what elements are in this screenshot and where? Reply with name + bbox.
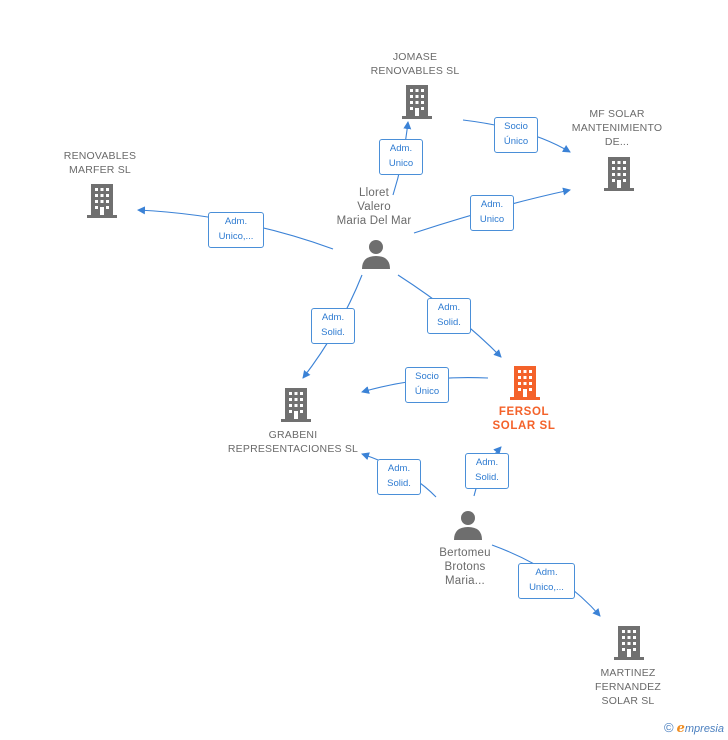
building-icon (402, 85, 432, 119)
copyright-icon: © (663, 720, 674, 735)
relation-label-lloret-jomase[interactable]: Adm. Unico (379, 139, 423, 175)
person-label-bertomeu[interactable]: Bertomeu Brotons Maria... (439, 547, 491, 587)
brand-e-logo: e (676, 721, 685, 736)
relation-label-jomase-mf[interactable]: Socio Único (494, 117, 538, 153)
company-label-renovables-marfer[interactable]: RENOVABLES MARFER SL (63, 150, 137, 176)
person-icon (362, 240, 390, 269)
relation-label-fersol-grabeni[interactable]: Socio Único (405, 367, 449, 403)
relation-label-lloret-mf[interactable]: Adm. Unico (470, 195, 514, 231)
person-icon (454, 511, 482, 540)
person-label-lloret[interactable]: Lloret Valero Maria Del Mar (336, 187, 412, 227)
building-icon-main (510, 366, 540, 400)
company-label-martinez[interactable]: MARTINEZ FERNANDEZ SOLAR SL (595, 667, 661, 707)
relation-label-bertomeu-martinez[interactable]: Adm. Unico,... (518, 563, 575, 599)
company-label-grabeni[interactable]: GRABENI REPRESENTACIONES SL (227, 429, 359, 455)
relation-label-bertomeu-fersol[interactable]: Adm. Solid. (465, 453, 509, 489)
brand-name: mpresia (684, 723, 724, 735)
company-label-fersol[interactable]: FERSOL SOLAR SL (492, 406, 556, 432)
relation-label-lloret-grabeni[interactable]: Adm. Solid. (311, 308, 355, 344)
relation-label-bertomeu-grabeni[interactable]: Adm. Solid. (377, 459, 421, 495)
building-icon (87, 184, 117, 218)
building-icon (281, 388, 311, 422)
company-label-jomase[interactable]: JOMASE RENOVABLES SL (370, 51, 460, 77)
building-icon (604, 157, 634, 191)
brand-watermark: © empresia (664, 720, 724, 736)
relation-label-lloret-marfer[interactable]: Adm. Unico,... (208, 212, 264, 248)
relation-label-lloret-fersol[interactable]: Adm. Solid. (427, 298, 471, 334)
company-label-mf-solar[interactable]: MF SOLAR MANTENIMIENTO DE... (571, 108, 663, 148)
building-icon (614, 626, 644, 660)
